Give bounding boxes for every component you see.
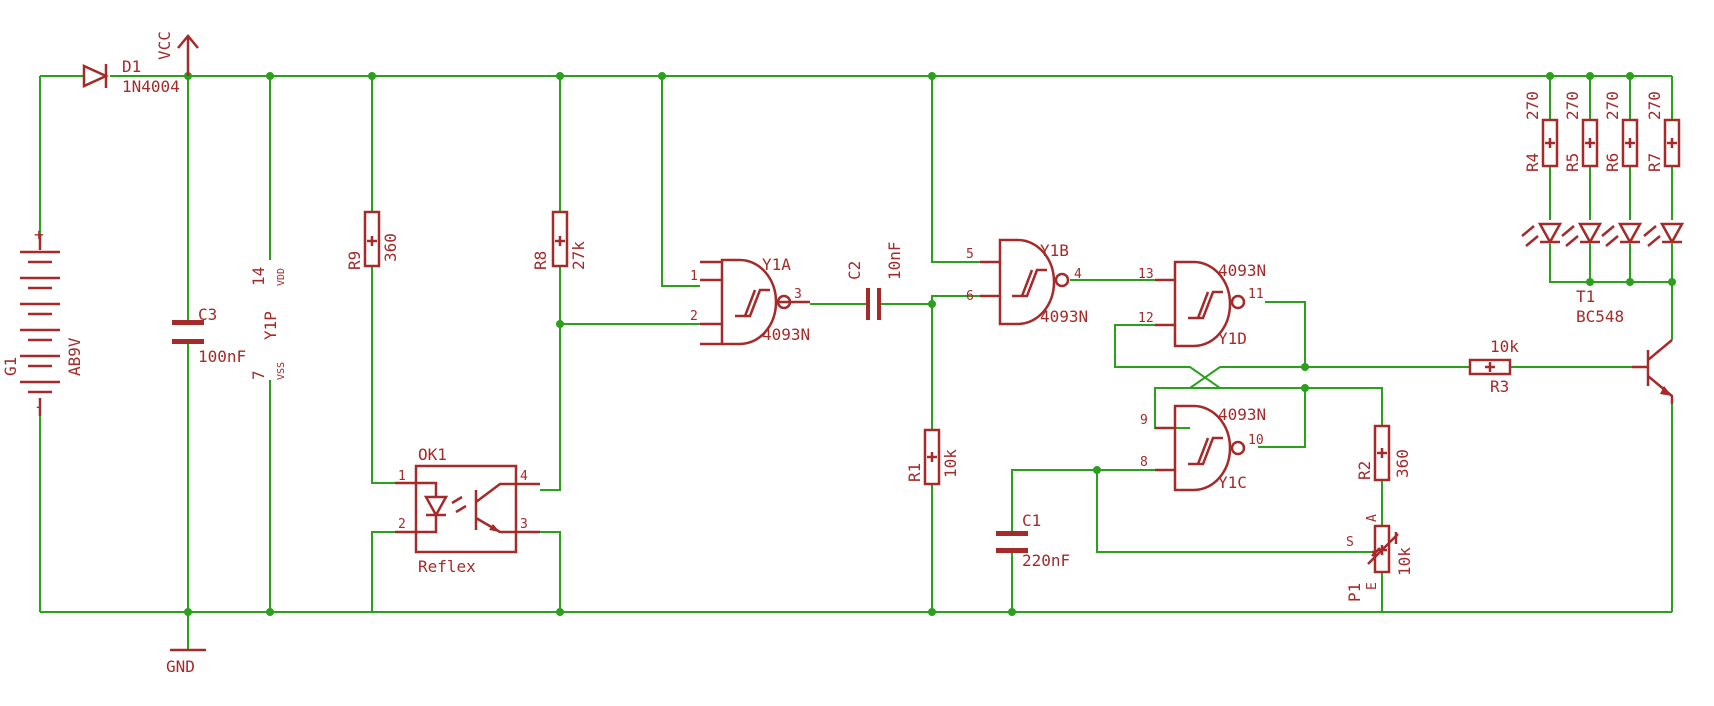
resistor-r7: R7 270: [1645, 91, 1681, 172]
ok1-value: Reflex: [418, 557, 476, 576]
p1-pin-s: S: [1346, 535, 1354, 550]
battery-plus-sign: +: [34, 225, 44, 244]
y1a-value: 4093N: [762, 325, 810, 344]
y1p-vss: VSS: [276, 362, 287, 380]
potentiometer-p1: A S E P1 10k: [1345, 514, 1414, 602]
y1c-pin9: 9: [1140, 413, 1148, 428]
r6-name: R6: [1603, 153, 1622, 172]
nand-gate-y1a: 1 2 3 Y1A 4093N: [690, 255, 810, 346]
y1d-pin11: 11: [1248, 287, 1264, 302]
ok1-pin3: 3: [520, 517, 528, 532]
y1a-pin2: 2: [690, 309, 698, 324]
c1-value: 220nF: [1022, 551, 1070, 570]
y1a-name: Y1A: [762, 255, 791, 274]
y1p-name: Y1P: [261, 311, 280, 340]
c3-name: C3: [198, 305, 217, 324]
gnd-label: GND: [166, 657, 195, 676]
r4-name: R4: [1523, 153, 1542, 172]
g1-name: G1: [1, 357, 20, 376]
gate-supply-y1p: 14 VDD Y1P 7 VSS: [249, 267, 287, 380]
ok1-name: OK1: [418, 445, 447, 464]
c2-value: 10nF: [885, 241, 904, 280]
battery-g1: + - G1 AB9V: [1, 225, 84, 416]
gnd-symbol: GND: [166, 648, 206, 676]
wires: [39, 75, 1673, 650]
y1d-value: 4093N: [1218, 261, 1266, 280]
resistor-r2: R2 360: [1355, 424, 1412, 482]
y1c-value: 4093N: [1218, 405, 1266, 424]
vcc-symbol: VCC: [155, 31, 199, 76]
resistor-r1: R1 10k: [905, 428, 960, 486]
p1-pin-e: E: [1365, 582, 1380, 590]
r5-value: 270: [1563, 91, 1582, 120]
battery-minus-sign: -: [34, 397, 44, 416]
r9-name: R9: [345, 251, 364, 270]
nand-gate-y1b: 5 6 4 Y1B 4093N: [966, 238, 1088, 326]
c3-value: 100nF: [198, 347, 246, 366]
r5-name: R5: [1563, 153, 1582, 172]
y1d-name: Y1D: [1218, 329, 1247, 348]
r8-name: R8: [531, 251, 550, 270]
y1d-pin12: 12: [1138, 311, 1154, 326]
p1-value: 10k: [1395, 547, 1414, 576]
r1-value: 10k: [941, 449, 960, 478]
y1b-pin4: 4: [1074, 267, 1082, 282]
r1-name: R1: [905, 463, 924, 482]
r7-value: 270: [1645, 91, 1664, 120]
c2-name: C2: [845, 261, 864, 280]
transistor-t1: T1 BC548: [1576, 287, 1674, 404]
g1-value: AB9V: [65, 337, 84, 376]
r2-name: R2: [1355, 461, 1374, 480]
d1-name: D1: [122, 57, 141, 76]
resistor-r8: R8 27k: [531, 210, 588, 270]
optocoupler-ok1: 1 2 4 3 OK1 Reflex: [395, 445, 540, 576]
y1b-pin5: 5: [966, 247, 974, 262]
vcc-label: VCC: [155, 31, 174, 60]
y1a-pin1: 1: [690, 269, 698, 284]
d1-value: 1N4004: [122, 77, 180, 96]
r3-value: 10k: [1490, 337, 1519, 356]
ok1-pin1: 1: [398, 469, 406, 484]
junctions: [184, 72, 1676, 616]
resistor-r9: R9 360: [345, 210, 400, 270]
y1p-vdd: VDD: [276, 268, 287, 286]
resistor-r5: R5 270: [1563, 91, 1599, 172]
r9-value: 360: [381, 233, 400, 262]
r6-value: 270: [1603, 91, 1622, 120]
y1c-pin10: 10: [1248, 433, 1264, 448]
y1b-pin6: 6: [966, 289, 974, 304]
ok1-pin2: 2: [398, 517, 406, 532]
resistor-r6: R6 270: [1603, 91, 1639, 172]
r8-value: 27k: [569, 241, 588, 270]
nand-gate-y1c: 9 8 10 4093N Y1C: [1140, 404, 1266, 492]
y1b-name: Y1B: [1040, 241, 1069, 260]
capacitor-c3: C3 100nF: [172, 305, 246, 366]
capacitor-c2: C2 10nF: [845, 241, 904, 320]
r7-name: R7: [1645, 153, 1664, 172]
capacitor-c1: C1 220nF: [996, 511, 1070, 570]
c1-name: C1: [1022, 511, 1041, 530]
y1d-pin13: 13: [1138, 267, 1154, 282]
y1a-pin3: 3: [794, 287, 802, 302]
diode-d1: D1 1N4004: [82, 57, 180, 96]
r4-value: 270: [1523, 91, 1542, 120]
y1c-pin8: 8: [1140, 455, 1148, 470]
p1-pin-a: A: [1365, 514, 1380, 522]
y1p-pin7: 7: [249, 370, 268, 380]
p1-name: P1: [1345, 583, 1364, 602]
resistor-r3: 10k R3: [1468, 337, 1519, 396]
ok1-pin4: 4: [520, 469, 528, 484]
r3-name: R3: [1490, 377, 1509, 396]
t1-name: T1: [1576, 287, 1595, 306]
nand-gate-y1d: 13 12 11 4093N Y1D: [1138, 260, 1266, 348]
y1b-value: 4093N: [1040, 307, 1088, 326]
y1c-name: Y1C: [1218, 473, 1247, 492]
resistor-r4: R4 270: [1523, 91, 1559, 172]
t1-value: BC548: [1576, 307, 1624, 326]
led-array: [1521, 222, 1685, 247]
r2-value: 360: [1393, 449, 1412, 478]
y1p-pin14: 14: [249, 267, 268, 286]
